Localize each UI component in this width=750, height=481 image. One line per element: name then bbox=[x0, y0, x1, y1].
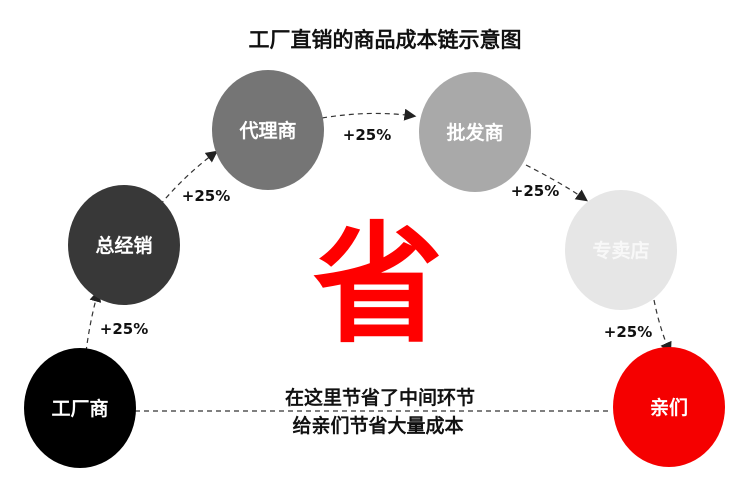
markup-label: +25% bbox=[182, 187, 230, 205]
save-character: 省 bbox=[313, 209, 443, 361]
node-label: 专卖店 bbox=[592, 239, 649, 262]
node-wholesaler: 批发商 bbox=[419, 72, 531, 192]
node-factory: 工厂商 bbox=[24, 348, 136, 468]
markup-label: +25% bbox=[604, 323, 652, 341]
node-agent: 代理商 bbox=[212, 70, 324, 190]
markup-label: +25% bbox=[100, 320, 148, 338]
node-general-distributor: 总经销 bbox=[68, 185, 180, 305]
node-customers: 亲们 bbox=[613, 347, 725, 467]
diagram-title: 工厂直销的商品成本链示意图 bbox=[249, 28, 522, 52]
note-line-2: 给亲们节省大量成本 bbox=[292, 414, 463, 437]
node-label: 总经销 bbox=[95, 234, 152, 257]
node-label: 批发商 bbox=[446, 121, 503, 144]
arrow-factory-to-distributor bbox=[85, 289, 102, 353]
markup-label: +25% bbox=[511, 182, 559, 200]
node-label: 代理商 bbox=[238, 119, 296, 142]
markup-label: +25% bbox=[343, 126, 391, 144]
arrow-agent-to-wholesaler bbox=[321, 108, 417, 121]
node-label: 亲们 bbox=[650, 396, 688, 419]
arrow-distributor-to-agent bbox=[159, 150, 218, 206]
arrow-wholesaler-to-store bbox=[525, 164, 588, 202]
node-label: 工厂商 bbox=[51, 397, 108, 420]
arrow-store-to-customer bbox=[653, 299, 672, 355]
node-store: 专卖店 bbox=[565, 190, 677, 310]
note-line-1: 在这里节省了中间环节 bbox=[285, 386, 475, 409]
